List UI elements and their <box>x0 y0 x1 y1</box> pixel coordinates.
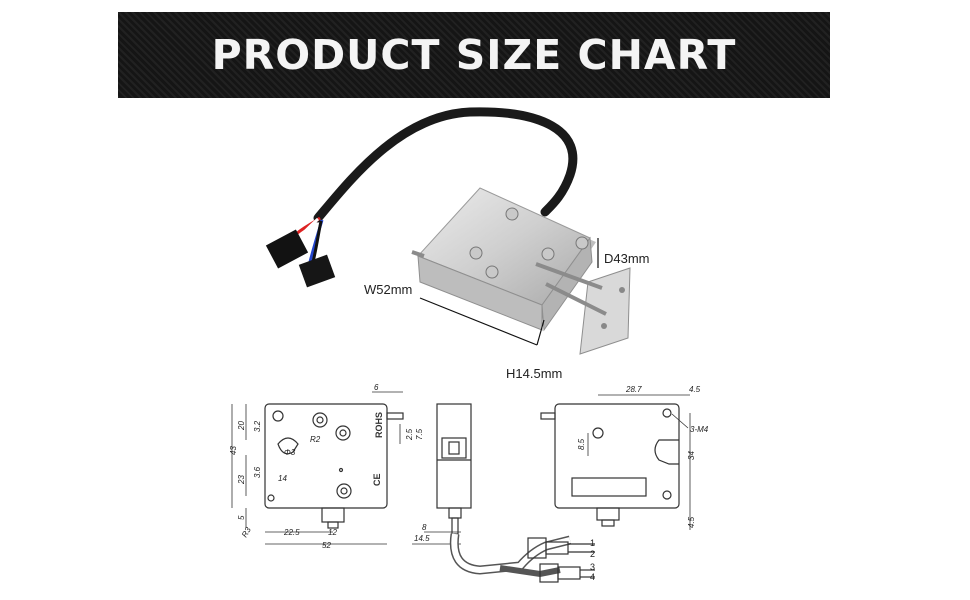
wire-number-3: 3 <box>590 562 595 572</box>
banner-title: PRODUCT SIZE CHART <box>211 31 737 79</box>
wire-number-2: 2 <box>590 549 595 559</box>
front-dim-3-2: 3.2 <box>253 420 262 432</box>
front-dim-20: 20 <box>237 421 246 431</box>
ce-mark: CE <box>372 473 382 486</box>
side-dim-14-5: 14.5 <box>414 534 430 543</box>
front-dim-6: 6 <box>374 383 379 392</box>
side-dim-8: 8 <box>422 523 427 532</box>
front-dim-phi3: Φ3 <box>284 448 296 457</box>
connector-icon <box>265 229 336 288</box>
back-dim-4-5-bottom: 4.5 <box>687 516 696 528</box>
front-dim-3-6: 3.6 <box>253 466 262 478</box>
front-dim-43: 43 <box>229 446 238 455</box>
front-dim-12: 12 <box>328 528 337 537</box>
depth-label: D43mm <box>604 251 650 266</box>
back-dim-4-5-top: 4.5 <box>689 385 701 394</box>
height-label: H14.5mm <box>506 366 563 381</box>
wire-number-4: 4 <box>590 572 595 582</box>
front-dim-22-5: 22.5 <box>283 528 300 537</box>
back-dim-34: 34 <box>687 451 696 460</box>
back-dim-8-5: 8.5 <box>577 438 586 450</box>
back-dim-28-7: 28.7 <box>625 385 642 394</box>
front-dim-5: 5 <box>237 515 246 520</box>
back-dim-3-m4: 3-M4 <box>690 425 709 434</box>
front-dim-r3: R3 <box>240 525 253 539</box>
front-dim-7-5: 7.5 <box>415 428 424 440</box>
front-dim-r2: R2 <box>310 435 321 444</box>
width-label: W52mm <box>364 282 413 297</box>
title-banner: PRODUCT SIZE CHART <box>118 12 830 98</box>
rohs-mark: ROHS <box>374 412 384 438</box>
front-dim-2-5: 2.5 <box>405 428 414 441</box>
product-photo <box>265 107 631 355</box>
front-dim-14: 14 <box>278 474 287 483</box>
wire-number-1: 1 <box>590 538 595 548</box>
front-dim-52: 52 <box>322 541 331 550</box>
front-dim-23: 23 <box>237 475 246 485</box>
